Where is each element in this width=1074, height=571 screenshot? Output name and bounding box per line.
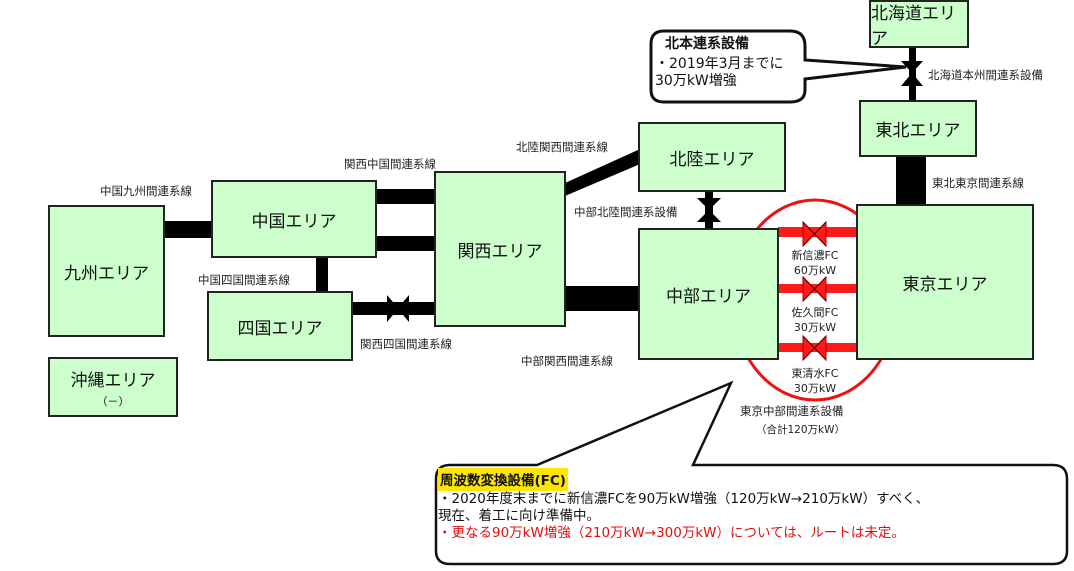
label-chugoku-shikoku: 中国四国間連系線 bbox=[198, 273, 290, 287]
area-label: 沖縄エリア bbox=[70, 370, 156, 391]
area-tokyo: 東京エリア bbox=[856, 204, 1034, 360]
area-label: 北海道エリア bbox=[871, 4, 956, 49]
line-hokuriku-kansai bbox=[565, 149, 640, 196]
area-label: 四国エリア bbox=[237, 318, 323, 339]
label-tohoku-tokyo: 東北東京間連系線 bbox=[932, 176, 1024, 190]
area-tohoku: 東北エリア bbox=[859, 100, 977, 157]
area-shikoku: 四国エリア bbox=[207, 291, 353, 361]
label-kansai-shikoku: 関西四国間連系線 bbox=[360, 337, 452, 351]
area-label: 中部エリア bbox=[666, 286, 751, 307]
breaker-icon bbox=[387, 295, 409, 322]
callout-line: 30万kW増強 bbox=[655, 73, 737, 89]
fc-capacity: 30万kW bbox=[793, 382, 837, 395]
callout-line: ・2020年度末までに新信濃FCを90万kW増強（120万kW→210万kW）す… bbox=[438, 491, 930, 507]
area-okinawa: 沖縄エリア （－） bbox=[48, 357, 178, 417]
label-tokyo-chubu-total: （合計120万kW） bbox=[756, 424, 846, 436]
area-label: 九州エリア bbox=[64, 263, 149, 284]
fc-capacity: 30万kW bbox=[793, 321, 837, 334]
fc-station-sakuma: 佐久間FC 30万kW bbox=[782, 305, 848, 335]
callout-title: 北本連系設備 bbox=[665, 36, 749, 52]
fc-station-shinshinano: 新信濃FC 60万kW bbox=[782, 248, 848, 278]
area-kyushu: 九州エリア bbox=[48, 205, 165, 337]
fc-valve-icon bbox=[802, 220, 827, 248]
breaker-icon bbox=[901, 61, 923, 86]
line-chubu-hokuriku bbox=[705, 190, 713, 230]
callout-fc: 周波数変換設備(FC) ・2020年度末までに新信濃FCを90万kW増強（120… bbox=[438, 468, 1058, 542]
label-chubu-hokuriku: 中部北陸間連系設備 bbox=[574, 205, 678, 219]
callout-line-red: ・更なる90万kW増強（210万kW→300万kW）については、ルートは未定。 bbox=[438, 525, 905, 541]
callout-line: ・2019年3月までに bbox=[655, 56, 784, 72]
label-chugoku-kyushu: 中国九州間連系線 bbox=[100, 184, 192, 198]
area-label: 関西エリア bbox=[457, 241, 543, 262]
area-kansai: 関西エリア bbox=[434, 171, 566, 327]
area-label: 東北エリア bbox=[875, 121, 961, 141]
fc-station-higashishimizu: 東清水FC 30万kW bbox=[782, 366, 848, 396]
label-hokuriku-kansai: 北陸関西間連系線 bbox=[516, 140, 608, 154]
area-hokkaido: 北海道エリア bbox=[869, 0, 969, 49]
area-chugoku: 中国エリア bbox=[211, 180, 377, 258]
line-chugoku-kyushu bbox=[163, 221, 213, 238]
fc-valve-icon bbox=[802, 275, 827, 303]
line-chugoku-shikoku bbox=[316, 255, 328, 293]
label-hokkaido-honshu: 北海道本州間連系設備 bbox=[928, 68, 1043, 82]
area-label: 北陸エリア bbox=[669, 149, 755, 170]
line-tohoku-tokyo bbox=[896, 157, 926, 204]
line-kansai-chubu bbox=[565, 286, 640, 311]
label-chubu-kansai: 中部関西間連系線 bbox=[521, 354, 613, 368]
callout-line: 現在、着工に向け準備中。 bbox=[438, 508, 600, 524]
fc-name: 新信濃FC bbox=[791, 249, 839, 262]
line-kansai-chugoku-2 bbox=[375, 236, 437, 251]
area-label: 東京エリア bbox=[902, 274, 988, 295]
area-note: （－） bbox=[96, 394, 130, 408]
callout-fc-shape bbox=[434, 380, 1069, 566]
fc-name: 東清水FC bbox=[791, 367, 839, 380]
label-tokyo-chubu: 東京中部間連系設備 bbox=[740, 404, 844, 418]
line-kansai-chugoku-1 bbox=[375, 189, 437, 204]
callout-hokuhon-shape bbox=[649, 29, 907, 104]
callout-hokuhon: 北本連系設備 ・2019年3月までに 30万kW増強 bbox=[653, 29, 803, 105]
fc-valve-icon bbox=[802, 334, 827, 362]
label-kansai-chugoku: 関西中国間連系線 bbox=[344, 157, 436, 171]
area-chubu: 中部エリア bbox=[638, 228, 779, 360]
fc-name: 佐久間FC bbox=[791, 306, 839, 319]
breaker-icon bbox=[697, 198, 721, 222]
fc-capacity: 60万kW bbox=[793, 264, 837, 277]
area-hokuriku: 北陸エリア bbox=[638, 122, 786, 192]
callout-title: 周波数変換設備(FC) bbox=[438, 468, 568, 491]
area-label: 中国エリア bbox=[251, 211, 337, 232]
